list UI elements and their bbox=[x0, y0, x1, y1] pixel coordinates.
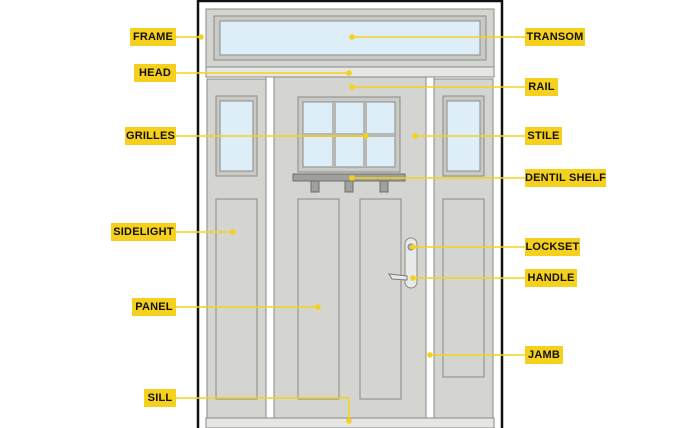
handle-lever bbox=[388, 273, 408, 281]
right-jamb bbox=[425, 76, 435, 421]
dot-stile bbox=[412, 133, 418, 139]
dot-sill bbox=[346, 418, 352, 424]
dentil-block bbox=[379, 180, 389, 193]
label-stile: STILE bbox=[525, 127, 562, 145]
dot-handle bbox=[410, 275, 416, 281]
label-grilles: GRILLES bbox=[125, 127, 176, 145]
label-rail: RAIL bbox=[525, 78, 558, 96]
right-sidelight-panel bbox=[442, 198, 485, 378]
leader-dots bbox=[198, 34, 433, 424]
dot-lockset bbox=[410, 244, 416, 250]
dot-dentil-shelf bbox=[349, 175, 355, 181]
dot-frame bbox=[198, 34, 204, 40]
leader-lines bbox=[176, 36, 525, 421]
dot-rail bbox=[349, 84, 355, 90]
dot-head bbox=[346, 70, 352, 76]
dot-jamb bbox=[427, 352, 433, 358]
label-handle: HANDLE bbox=[525, 269, 577, 287]
label-lockset: LOCKSET bbox=[525, 238, 580, 256]
left-sidelight-panel bbox=[215, 198, 258, 400]
dot-panel bbox=[315, 304, 321, 310]
door-panel-right bbox=[359, 198, 402, 400]
door-panel-left bbox=[297, 198, 340, 400]
dentil-block bbox=[310, 180, 320, 193]
transom-glass bbox=[219, 20, 481, 56]
label-frame: FRAME bbox=[130, 28, 176, 46]
label-sidelight: SIDELIGHT bbox=[111, 223, 176, 241]
label-head: HEAD bbox=[134, 64, 176, 82]
left-jamb bbox=[265, 76, 275, 421]
label-dentil-shelf: DENTIL SHELF bbox=[525, 169, 606, 187]
label-jamb: JAMB bbox=[525, 346, 563, 364]
leader-sill bbox=[176, 397, 350, 421]
label-sill: SILL bbox=[144, 389, 176, 407]
dot-transom bbox=[349, 34, 355, 40]
dot-sidelight bbox=[230, 229, 236, 235]
dentil-block bbox=[344, 180, 354, 193]
dot-grilles bbox=[363, 133, 369, 139]
label-transom: TRANSOM bbox=[525, 28, 585, 46]
label-panel: PANEL bbox=[132, 298, 176, 316]
